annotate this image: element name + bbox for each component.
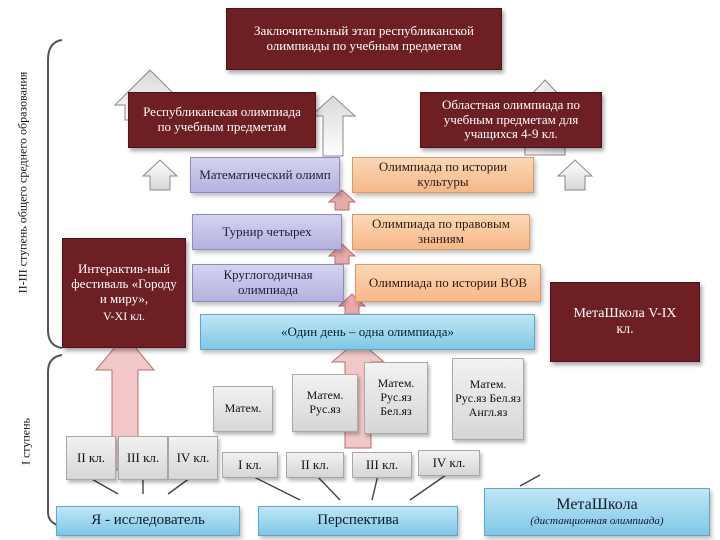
grade-right-4: IV кл. — [418, 450, 480, 476]
callout-2: Матем. Рус.яз — [292, 374, 358, 432]
grade-left-3: III кл. — [118, 436, 168, 480]
callout-2-text: Матем. Рус.яз — [306, 388, 344, 416]
stage-1-label: I ступень — [18, 417, 33, 466]
grade-left-4-text: IV кл. — [176, 449, 210, 465]
grade-left-2-text: II кл. — [77, 449, 105, 465]
regional-olympiad-box: Областная олимпиада по учебным предметам… — [420, 92, 602, 148]
researcher-banner: Я - исследователь — [56, 506, 240, 536]
grade-right-3-text: III кл. — [365, 456, 399, 472]
regional-olympiad-text: Областная олимпиада по учебным предметам… — [441, 96, 581, 142]
metaschool-bottom-box: МетаШкола (дистанционная олимпиада) — [484, 488, 710, 536]
metaschool-right-text: МетаШкола V-IX кл. — [573, 305, 677, 337]
one-day-box: «Один день – одна олимпиада» — [200, 314, 535, 350]
festival-grades: V-XI кл. — [102, 309, 146, 323]
grade-right-1: I кл. — [222, 452, 278, 478]
callout-4: Матем. Рус.яз Бел.яз Англ.яз — [452, 358, 524, 440]
stage-2-3-label: II-III ступень общего среднего образован… — [15, 71, 30, 294]
arrow-pink-1 — [327, 189, 357, 211]
festival-box: Интерактив-ный фестиваль «Городу и миру»… — [62, 238, 186, 348]
metaschool-bottom-title: МетаШкола — [556, 496, 638, 514]
history-culture-box: Олимпиада по истории культуры — [352, 157, 534, 193]
grade-left-3-text: III кл. — [126, 449, 160, 465]
callout-3-text: Матем. Рус.яз Бел.яз — [377, 376, 415, 418]
callout-3: Матем. Рус.яз Бел.яз — [364, 362, 428, 434]
four-tournament-text: Турнир четырех — [222, 223, 312, 239]
year-round-text: Круглогодичная олимпиада — [223, 267, 313, 297]
republic-olympiad-text: Республиканская олимпиада по учебным пре… — [143, 104, 301, 134]
history-culture-text: Олимпиада по истории культуры — [378, 159, 508, 189]
law-olympiad-text: Олимпиада по правовым знаниям — [372, 216, 510, 246]
final-stage-text: Заключительный этап республиканской олим… — [254, 23, 474, 53]
metaschool-right-box: МетаШкола V-IX кл. — [550, 282, 700, 362]
arrow-right-small — [556, 159, 594, 191]
republic-olympiad-box: Республиканская олимпиада по учебным пре… — [128, 92, 316, 148]
perspective-banner: Перспектива — [258, 506, 458, 536]
callout-4-text: Матем. Рус.яз Бел.яз Англ.яз — [455, 377, 521, 419]
final-stage-box: Заключительный этап республиканской олим… — [226, 8, 502, 70]
math-olymp-text: Математический олимп — [199, 166, 331, 182]
researcher-text: Я - исследователь — [91, 512, 205, 529]
arrow-pink-2 — [327, 243, 357, 265]
grade-right-3: III кл. — [352, 452, 412, 478]
callout-1-text: Матем. — [224, 401, 262, 416]
wwii-olympiad-box: Олимпиада по истории ВОВ — [355, 264, 541, 302]
callout-1: Матем. — [213, 386, 273, 432]
perspective-text: Перспектива — [317, 512, 399, 529]
festival-title: Интерактив-ный фестиваль «Городу и миру»… — [71, 261, 177, 307]
grade-right-4-text: IV кл. — [432, 454, 466, 470]
arrow-left-small — [141, 159, 179, 191]
grade-left-2: II кл. — [66, 436, 116, 480]
four-tournament-box: Турнир четырех — [192, 214, 342, 250]
grade-left-4: IV кл. — [168, 436, 218, 480]
one-day-text: «Один день – одна олимпиада» — [280, 323, 455, 339]
grade-right-1-text: I кл. — [238, 456, 262, 472]
grade-right-2-text: II кл. — [301, 456, 329, 472]
arrow-up-from-republic — [309, 95, 357, 157]
wwii-olympiad-text: Олимпиада по истории ВОВ — [368, 274, 528, 290]
year-round-box: Круглогодичная олимпиада — [192, 264, 344, 302]
grade-right-2: II кл. — [286, 452, 344, 478]
bracket-stage-1 — [47, 354, 63, 527]
math-olymp-box: Математический олимп — [190, 157, 340, 193]
bracket-stage-2-3 — [47, 39, 63, 349]
law-olympiad-box: Олимпиада по правовым знаниям — [352, 214, 530, 250]
metaschool-bottom-sub: (дистанционная олимпиада) — [530, 514, 664, 527]
